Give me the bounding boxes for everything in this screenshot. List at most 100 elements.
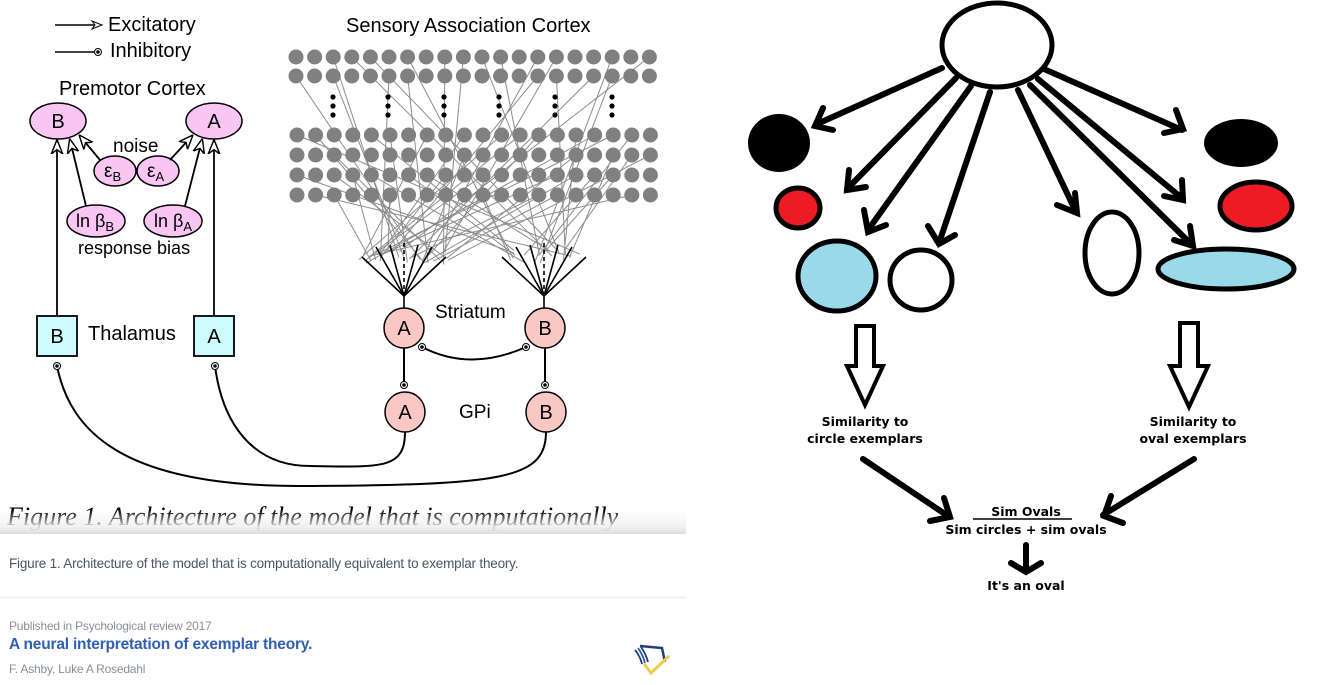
figure-fade	[0, 510, 686, 534]
sensory-unit	[512, 147, 528, 163]
noise-label: noise	[113, 136, 158, 157]
sensory-unit	[587, 167, 603, 183]
legend: Excitatory Inhibitory	[55, 14, 196, 62]
sensory-unit	[345, 147, 361, 163]
sensory-projection-line	[381, 174, 447, 257]
formula-denominator: Sim circles + sim ovals	[945, 522, 1106, 537]
sensory-unit	[325, 49, 341, 65]
sensory-projection-line	[371, 174, 527, 265]
sensory-unit	[401, 147, 417, 163]
neural-model-figure: Excitatory Inhibitory Premotor Cortex B …	[6, 14, 658, 531]
thalamus-unit-a	[193, 315, 235, 357]
ellipsis-dot	[441, 94, 447, 100]
sensory-projection-line	[433, 194, 558, 262]
sensory-unit	[493, 68, 509, 84]
sensory-unit	[455, 68, 471, 84]
sensory-unit	[512, 187, 528, 203]
sensory-unit	[362, 49, 378, 65]
sensory-unit	[605, 147, 621, 163]
exemplar-white-oval	[1082, 209, 1142, 297]
sensory-unit	[531, 127, 547, 143]
sensory-unit	[493, 49, 509, 65]
sensory-unit	[400, 49, 416, 65]
sensory-unit	[642, 147, 658, 163]
sensory-unit	[308, 127, 324, 143]
sensory-unit	[642, 167, 658, 183]
sensory-unit	[401, 127, 417, 143]
ellipsis-dot	[609, 103, 615, 109]
gpi-unit-a-label: A	[398, 402, 412, 424]
excitatory-arrowhead-icon	[90, 19, 104, 31]
sensory-ellipsis-dots	[330, 94, 615, 118]
sensory-unit	[587, 127, 603, 143]
sensory-unit	[531, 147, 547, 163]
sensory-unit	[475, 147, 491, 163]
sensory-unit	[587, 187, 603, 203]
circle-similarity-line2: circle exemplars	[807, 431, 923, 446]
sensory-unit	[475, 127, 491, 143]
sensory-unit	[568, 187, 584, 203]
sensory-unit	[419, 187, 435, 203]
sensory-unit	[512, 167, 528, 183]
thalamus-label: Thalamus	[88, 323, 176, 345]
left-panel: Excitatory Inhibitory Premotor Cortex B …	[0, 14, 686, 676]
thalamus-unit-b	[36, 315, 78, 357]
sensory-unit	[307, 49, 323, 65]
oval-similarity-line1: Similarity to	[1150, 414, 1237, 429]
sensory-unit	[325, 68, 341, 84]
exemplar-white-circle	[887, 247, 955, 313]
noise-a-symbol: εA	[147, 161, 164, 184]
ellipsis-dot	[385, 94, 391, 100]
thalamus-unit-b-label: B	[50, 326, 63, 348]
bias-b-symbol: ln βB	[76, 211, 114, 234]
ellipsis-dot	[496, 94, 502, 100]
sensory-unit	[418, 68, 434, 84]
sensory-projection-line	[542, 174, 614, 254]
sensory-unit	[605, 167, 621, 183]
ellipsis-dot	[441, 112, 447, 118]
sensory-unit	[641, 68, 657, 84]
sensory-unit	[326, 127, 342, 143]
sensory-projection-line	[371, 194, 632, 257]
noise-b-node	[93, 155, 137, 187]
exemplar-theory-diagram: Similarity to circle exemplars Similarit…	[748, 0, 1297, 593]
ellipsis-dot	[552, 94, 558, 100]
striatum-lateral-inhibition	[421, 346, 527, 361]
sensory-unit	[381, 68, 397, 84]
ellipsis-dot	[609, 94, 615, 100]
exemplar-black-circle	[748, 114, 810, 172]
sensory-unit	[530, 68, 546, 84]
sensory-unit	[438, 187, 454, 203]
circle-similarity-line1: Similarity to	[822, 414, 909, 429]
sensory-projection-line	[555, 75, 566, 255]
sensory-unit	[382, 147, 398, 163]
paper-title-link[interactable]: A neural interpretation of exemplar theo…	[9, 636, 313, 653]
sensory-projection-line	[333, 194, 372, 262]
sensory-unit	[382, 187, 398, 203]
premotor-unit-b-label: B	[51, 111, 64, 133]
semantic-scholar-logo-icon[interactable]	[632, 642, 670, 676]
ellipsis-dot	[609, 112, 615, 118]
circle-summary-arrow-icon	[843, 324, 887, 410]
sensory-unit	[456, 167, 472, 183]
ellipsis-dot	[441, 103, 447, 109]
thalamus-unit-a-label: A	[207, 326, 221, 348]
sensory-unit	[288, 49, 304, 65]
sensory-units	[288, 49, 658, 203]
sensory-unit	[530, 49, 546, 65]
test-stimulus-circle	[939, 0, 1055, 90]
oval-summary-arrow-icon	[1166, 321, 1212, 412]
sensory-projection-line	[407, 75, 429, 263]
figure-caption: Figure 1. Architecture of the model that…	[9, 556, 519, 571]
sensory-unit	[289, 167, 305, 183]
sensory-projection-line	[315, 194, 572, 257]
sensory-unit	[456, 127, 472, 143]
sensory-unit	[400, 68, 416, 84]
sensory-unit	[586, 68, 602, 84]
premotor-unit-a	[185, 102, 243, 140]
exemplar-blue-oval	[1155, 246, 1297, 292]
exemplar-blue-circle	[795, 238, 879, 314]
ellipsis-dot	[496, 112, 502, 118]
premotor-input-arrows	[57, 136, 214, 316]
bias-a-symbol: ln βA	[154, 211, 192, 234]
